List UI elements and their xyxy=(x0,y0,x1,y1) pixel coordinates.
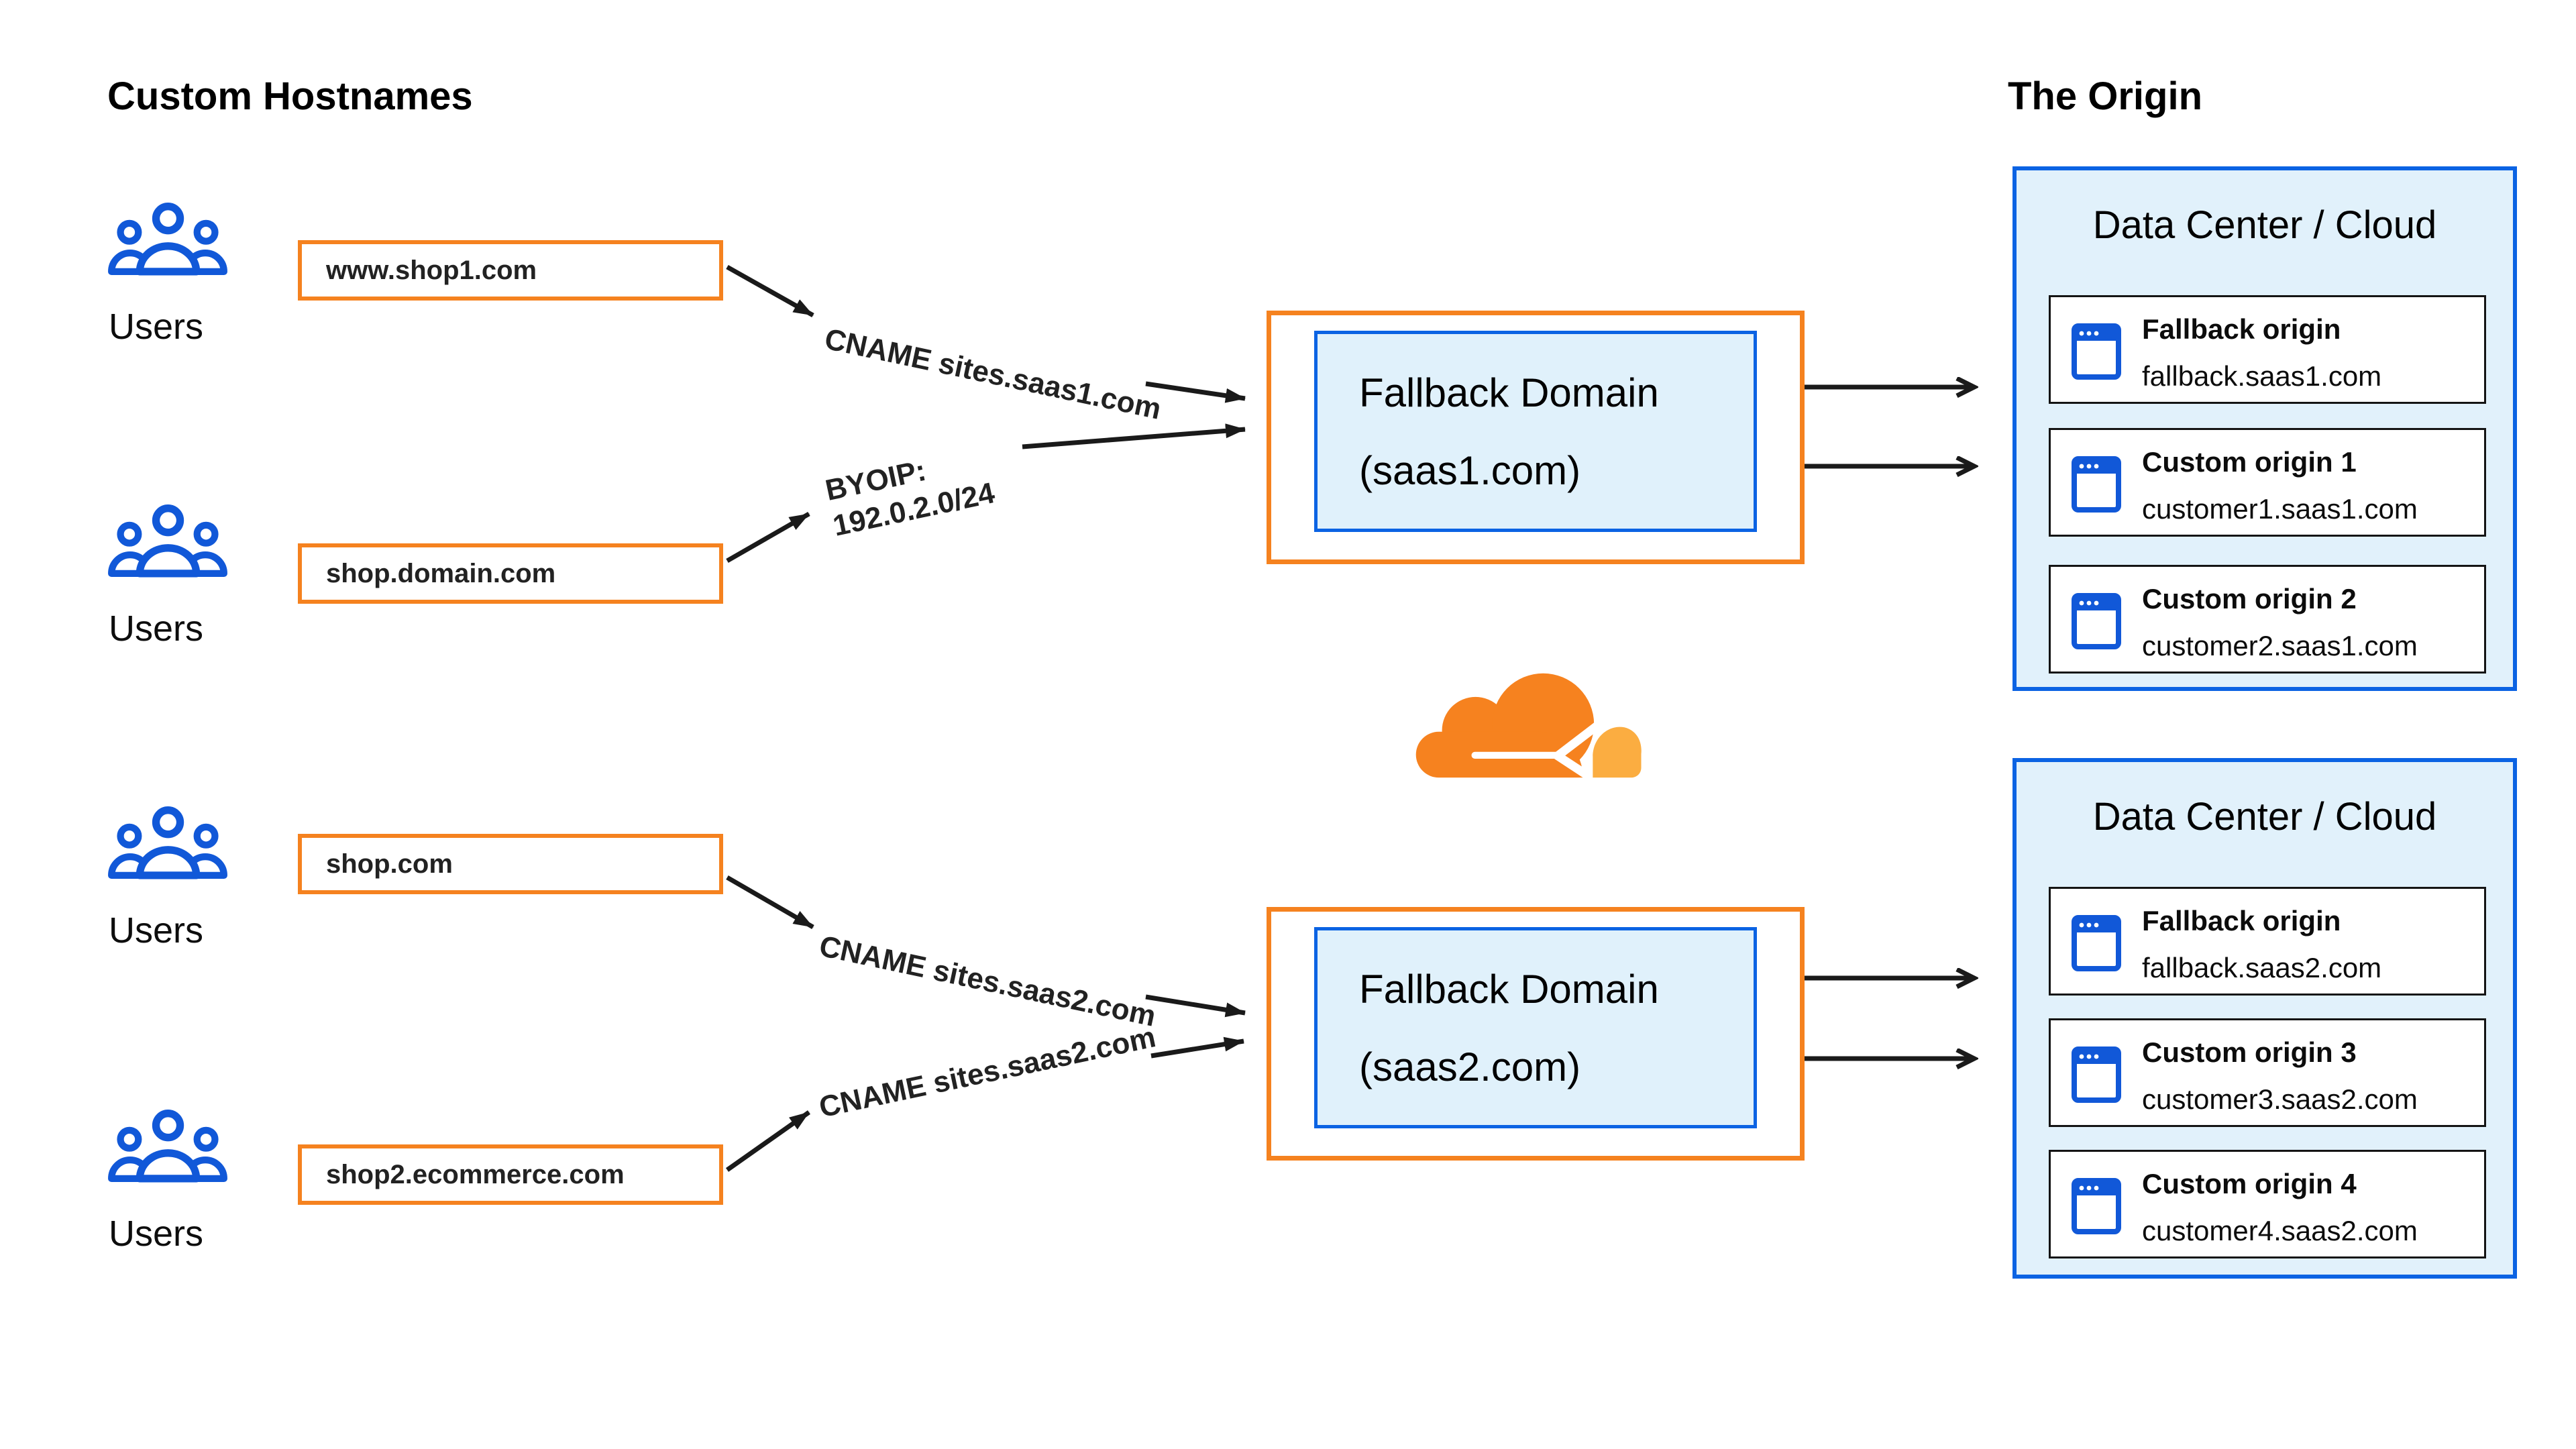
users-icon xyxy=(108,806,227,879)
arrow-cname2-to-fallback2 xyxy=(1145,994,1246,1018)
fallback-domain-line2: (saas1.com) xyxy=(1359,448,1581,493)
fallback-domain-2: Fallback Domain (saas2.com) xyxy=(1314,927,1757,1128)
hostname-text: shop2.ecommerce.com xyxy=(326,1159,625,1189)
origin-title: Fallback origin xyxy=(2142,905,2341,936)
hostname-box-shop2ecommerce: shop2.ecommerce.com xyxy=(298,1144,723,1205)
arrow-byoip-to-fallback1 xyxy=(1022,423,1246,449)
data-center-title: Data Center / Cloud xyxy=(2092,203,2437,247)
hostname-box-shopdomain: shop.domain.com xyxy=(298,543,723,604)
origin-title: Custom origin 2 xyxy=(2142,583,2357,614)
origin-host: fallback.saas2.com xyxy=(2142,952,2382,983)
origin-host: customer4.saas2.com xyxy=(2142,1215,2418,1246)
origin-card-custom3: Custom origin 3 customer3.saas2.com xyxy=(2049,1018,2486,1127)
users-icon xyxy=(108,1110,227,1183)
hostname-text: shop.domain.com xyxy=(326,558,556,588)
origin-host: customer1.saas1.com xyxy=(2142,493,2418,525)
origin-host: customer3.saas2.com xyxy=(2142,1083,2418,1115)
fallback-domain-line2: (saas2.com) xyxy=(1359,1044,1581,1089)
arrow-shopdomain-to-byoip xyxy=(726,511,810,564)
user-group-3: Users xyxy=(107,804,241,958)
arrow-shop1-to-cname1 xyxy=(726,264,814,318)
browser-window-icon xyxy=(2072,593,2121,649)
origin-card-custom4: Custom origin 4 customer4.saas2.com xyxy=(2049,1150,2486,1258)
origin-title: Fallback origin xyxy=(2142,313,2341,345)
cloudflare-logo-icon xyxy=(1415,673,1642,782)
hostname-text: www.shop1.com xyxy=(326,255,537,285)
hostname-box-shopcom: shop.com xyxy=(298,834,723,894)
users-label: Users xyxy=(109,1214,204,1254)
fallback-domain-1: Fallback Domain (saas1.com) xyxy=(1314,331,1757,532)
users-icon xyxy=(108,504,227,578)
origin-card-custom1: Custom origin 1 customer1.saas1.com xyxy=(2049,428,2486,537)
arrow-shop2-to-cname3 xyxy=(725,1110,811,1172)
arrow-cname1-to-fallback1 xyxy=(1145,381,1246,403)
users-label: Users xyxy=(109,608,204,649)
user-group-1: Users xyxy=(107,200,241,354)
origin-title: Custom origin 1 xyxy=(2142,446,2357,478)
data-center-title: Data Center / Cloud xyxy=(2092,795,2437,839)
fallback-domain-line1: Fallback Domain xyxy=(1359,967,1659,1012)
users-icon xyxy=(108,203,227,276)
users-label: Users xyxy=(109,910,204,951)
browser-window-icon xyxy=(2072,915,2121,971)
user-group-4: Users xyxy=(107,1107,241,1261)
hostname-box-shop1: www.shop1.com xyxy=(298,240,723,301)
origin-host: customer2.saas1.com xyxy=(2142,630,2418,661)
browser-window-icon xyxy=(2072,456,2121,513)
origin-host: fallback.saas1.com xyxy=(2142,360,2382,392)
arrow-shopcom-to-cname2 xyxy=(726,875,814,930)
heading-the-origin: The Origin xyxy=(2008,74,2202,118)
fallback-domain-2-outer: Fallback Domain (saas2.com) xyxy=(1267,907,1805,1161)
user-group-2: Users xyxy=(107,502,241,656)
fallback-domain-line1: Fallback Domain xyxy=(1359,370,1659,415)
users-label: Users xyxy=(109,307,204,347)
fallback-domain-1-outer: Fallback Domain (saas1.com) xyxy=(1267,311,1805,564)
origin-card-custom2: Custom origin 2 customer2.saas1.com xyxy=(2049,565,2486,674)
origin-card-fallback-saas2: Fallback origin fallback.saas2.com xyxy=(2049,887,2486,996)
origin-title: Custom origin 4 xyxy=(2142,1168,2357,1199)
heading-custom-hostnames: Custom Hostnames xyxy=(107,74,473,118)
origin-card-fallback-saas1: Fallback origin fallback.saas1.com xyxy=(2049,295,2486,404)
hostname-text: shop.com xyxy=(326,849,453,879)
browser-window-icon xyxy=(2072,1178,2121,1234)
arrow-cname3-to-fallback2 xyxy=(1150,1036,1244,1059)
browser-window-icon xyxy=(2072,323,2121,380)
origin-title: Custom origin 3 xyxy=(2142,1036,2357,1068)
browser-window-icon xyxy=(2072,1046,2121,1103)
